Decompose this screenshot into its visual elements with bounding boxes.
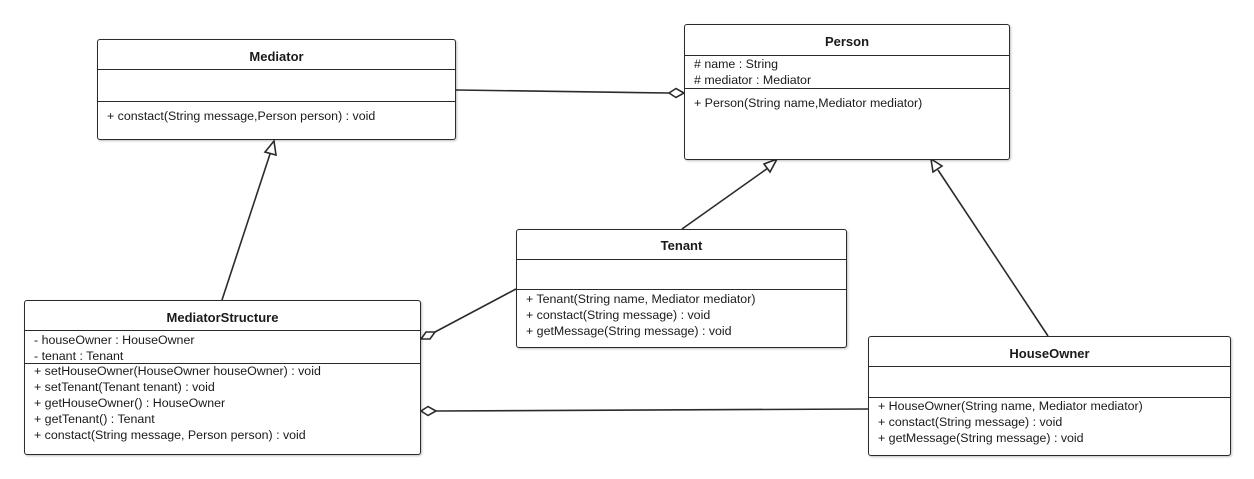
edge-mediatorstructure-mediator (221, 153, 271, 301)
edge-tenant-mediatorstructure (434, 288, 517, 333)
attribute: - houseOwner : HouseOwner (34, 333, 195, 347)
method: + constact(String message,Person person)… (107, 109, 376, 123)
compartment-divider (25, 330, 420, 331)
method: + HouseOwner(String name, Mediator media… (878, 399, 1143, 413)
method: + Person(String name,Mediator mediator) (694, 96, 923, 110)
generalization-arrow-mediator (263, 139, 277, 157)
class-title: Person (824, 34, 870, 49)
class-title: Mediator (249, 49, 304, 64)
class-title: MediatorStructure (166, 310, 279, 325)
method: + setHouseOwner(HouseOwner houseOwner) :… (34, 364, 321, 378)
generalization-arrow-person-houseowner (929, 157, 944, 174)
method: + getMessage(String message) : void (878, 431, 1084, 445)
compartment-divider (685, 55, 1009, 56)
attribute: - tenant : Tenant (34, 349, 124, 363)
method: + getTenant() : Tenant (34, 412, 155, 426)
aggregation-diamond-person (667, 87, 686, 99)
method: + Tenant(String name, Mediator mediator) (526, 292, 756, 306)
compartment-divider (517, 289, 846, 290)
class-title: Tenant (660, 238, 703, 253)
edge-tenant-person (681, 167, 769, 230)
edge-houseowner-mediatorstructure (435, 408, 869, 412)
compartment-divider (25, 363, 420, 364)
class-tenant[interactable]: Tenant + Tenant(String name, Mediator me… (516, 229, 847, 348)
compartment-divider (685, 88, 1009, 89)
class-mediator-structure[interactable]: MediatorStructure - houseOwner : HouseOw… (24, 300, 421, 455)
method: + constact(String message) : void (526, 308, 711, 322)
class-title: HouseOwner (1009, 346, 1090, 361)
attribute: # mediator : Mediator (694, 73, 812, 87)
edge-mediator-person (455, 89, 670, 94)
method: + getMessage(String message) : void (526, 324, 732, 338)
class-mediator[interactable]: Mediator + constact(String message,Perso… (97, 39, 456, 140)
compartment-divider (869, 366, 1230, 367)
aggregation-diamond-mediatorstructure-top (419, 331, 437, 340)
method: + getHouseOwner() : HouseOwner (34, 396, 226, 410)
class-house-owner[interactable]: HouseOwner + HouseOwner(String name, Med… (868, 336, 1231, 456)
compartment-divider (869, 397, 1230, 398)
compartment-divider (98, 69, 455, 70)
method: + constact(String message) : void (878, 415, 1063, 429)
attribute: # name : String (694, 57, 779, 71)
compartment-divider (98, 101, 455, 102)
compartment-divider (517, 259, 846, 260)
class-person[interactable]: Person # name : String # mediator : Medi… (684, 24, 1010, 160)
generalization-arrow-person-tenant (762, 157, 779, 174)
method: + setTenant(Tenant tenant) : void (34, 380, 215, 394)
method: + constact(String message, Person person… (34, 428, 306, 442)
edge-houseowner-person (937, 169, 1049, 337)
aggregation-diamond-mediatorstructure-right (419, 405, 438, 417)
